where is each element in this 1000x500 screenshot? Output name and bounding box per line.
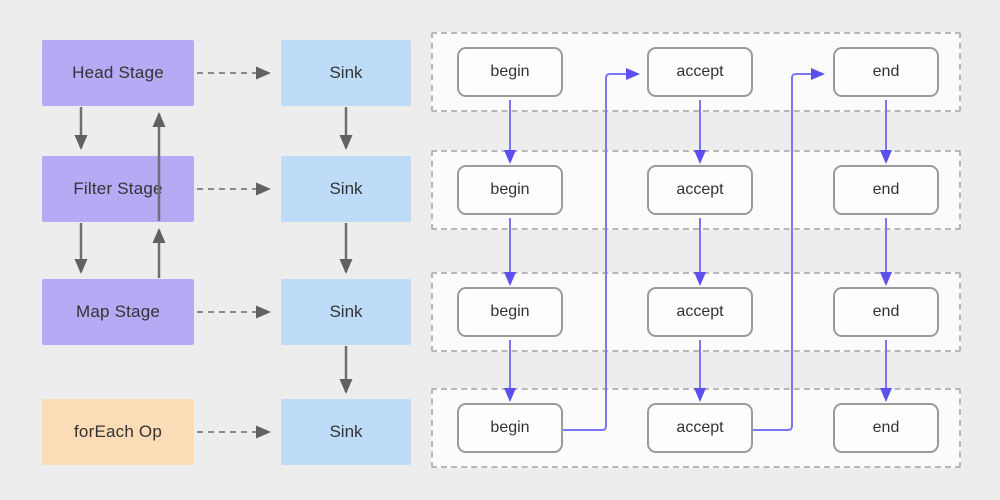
node-accept-2: accept: [647, 165, 753, 215]
sink-box-4: Sink: [281, 399, 411, 465]
node-end-2: end: [833, 165, 939, 215]
node-end-3: end: [833, 287, 939, 337]
lifecycle-lane-1: begin accept end: [431, 32, 961, 112]
node-begin-4: begin: [457, 403, 563, 453]
node-end-1: end: [833, 47, 939, 97]
stage-box-head: Head Stage: [42, 40, 194, 106]
node-begin-3: begin: [457, 287, 563, 337]
arrow-begin4-to-accept1-icon: [563, 68, 640, 431]
stage-box-map: Map Stage: [42, 279, 194, 345]
lifecycle-lane-2: begin accept end: [431, 150, 961, 230]
node-end-4: end: [833, 403, 939, 453]
stage-box-filter: Filter Stage: [42, 156, 194, 222]
node-begin-1: begin: [457, 47, 563, 97]
sink-box-3: Sink: [281, 279, 411, 345]
arrow-accept4-to-end1-icon: [753, 68, 825, 431]
node-accept-1: accept: [647, 47, 753, 97]
sink-box-2: Sink: [281, 156, 411, 222]
node-accept-3: accept: [647, 287, 753, 337]
stage-box-foreach-op: forEach Op: [42, 399, 194, 465]
lifecycle-lane-3: begin accept end: [431, 272, 961, 352]
sink-box-1: Sink: [281, 40, 411, 106]
node-begin-2: begin: [457, 165, 563, 215]
node-accept-4: accept: [647, 403, 753, 453]
lifecycle-lane-4: begin accept end: [431, 388, 961, 468]
